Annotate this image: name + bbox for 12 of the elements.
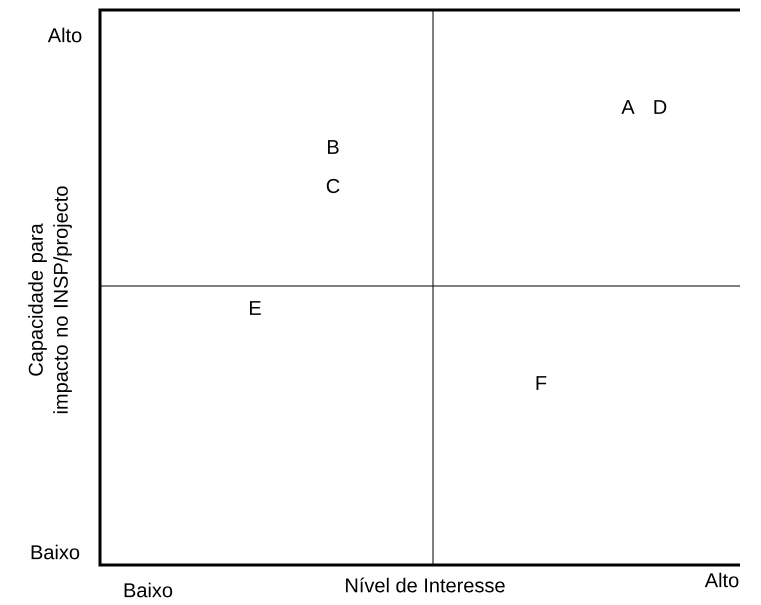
stakeholder-letter: C — [326, 178, 340, 194]
stakeholder-letter: D — [654, 100, 666, 114]
axis-end-label: Alto — [48, 28, 82, 42]
stakeholder-letter: A — [621, 100, 635, 114]
axis-title: Nível de Interesse — [346, 578, 505, 592]
axis-end-label: Baixo — [124, 582, 172, 598]
axis-end-label: Alto — [704, 572, 738, 588]
stakeholder-letter: F — [536, 376, 546, 390]
axis-title: Capacidade para impacto no INSP/projecto — [28, 186, 72, 414]
stakeholder-letter: B — [328, 140, 339, 154]
stakeholder-letter: E — [250, 301, 261, 315]
axis-end-label: Baixo — [32, 544, 80, 560]
